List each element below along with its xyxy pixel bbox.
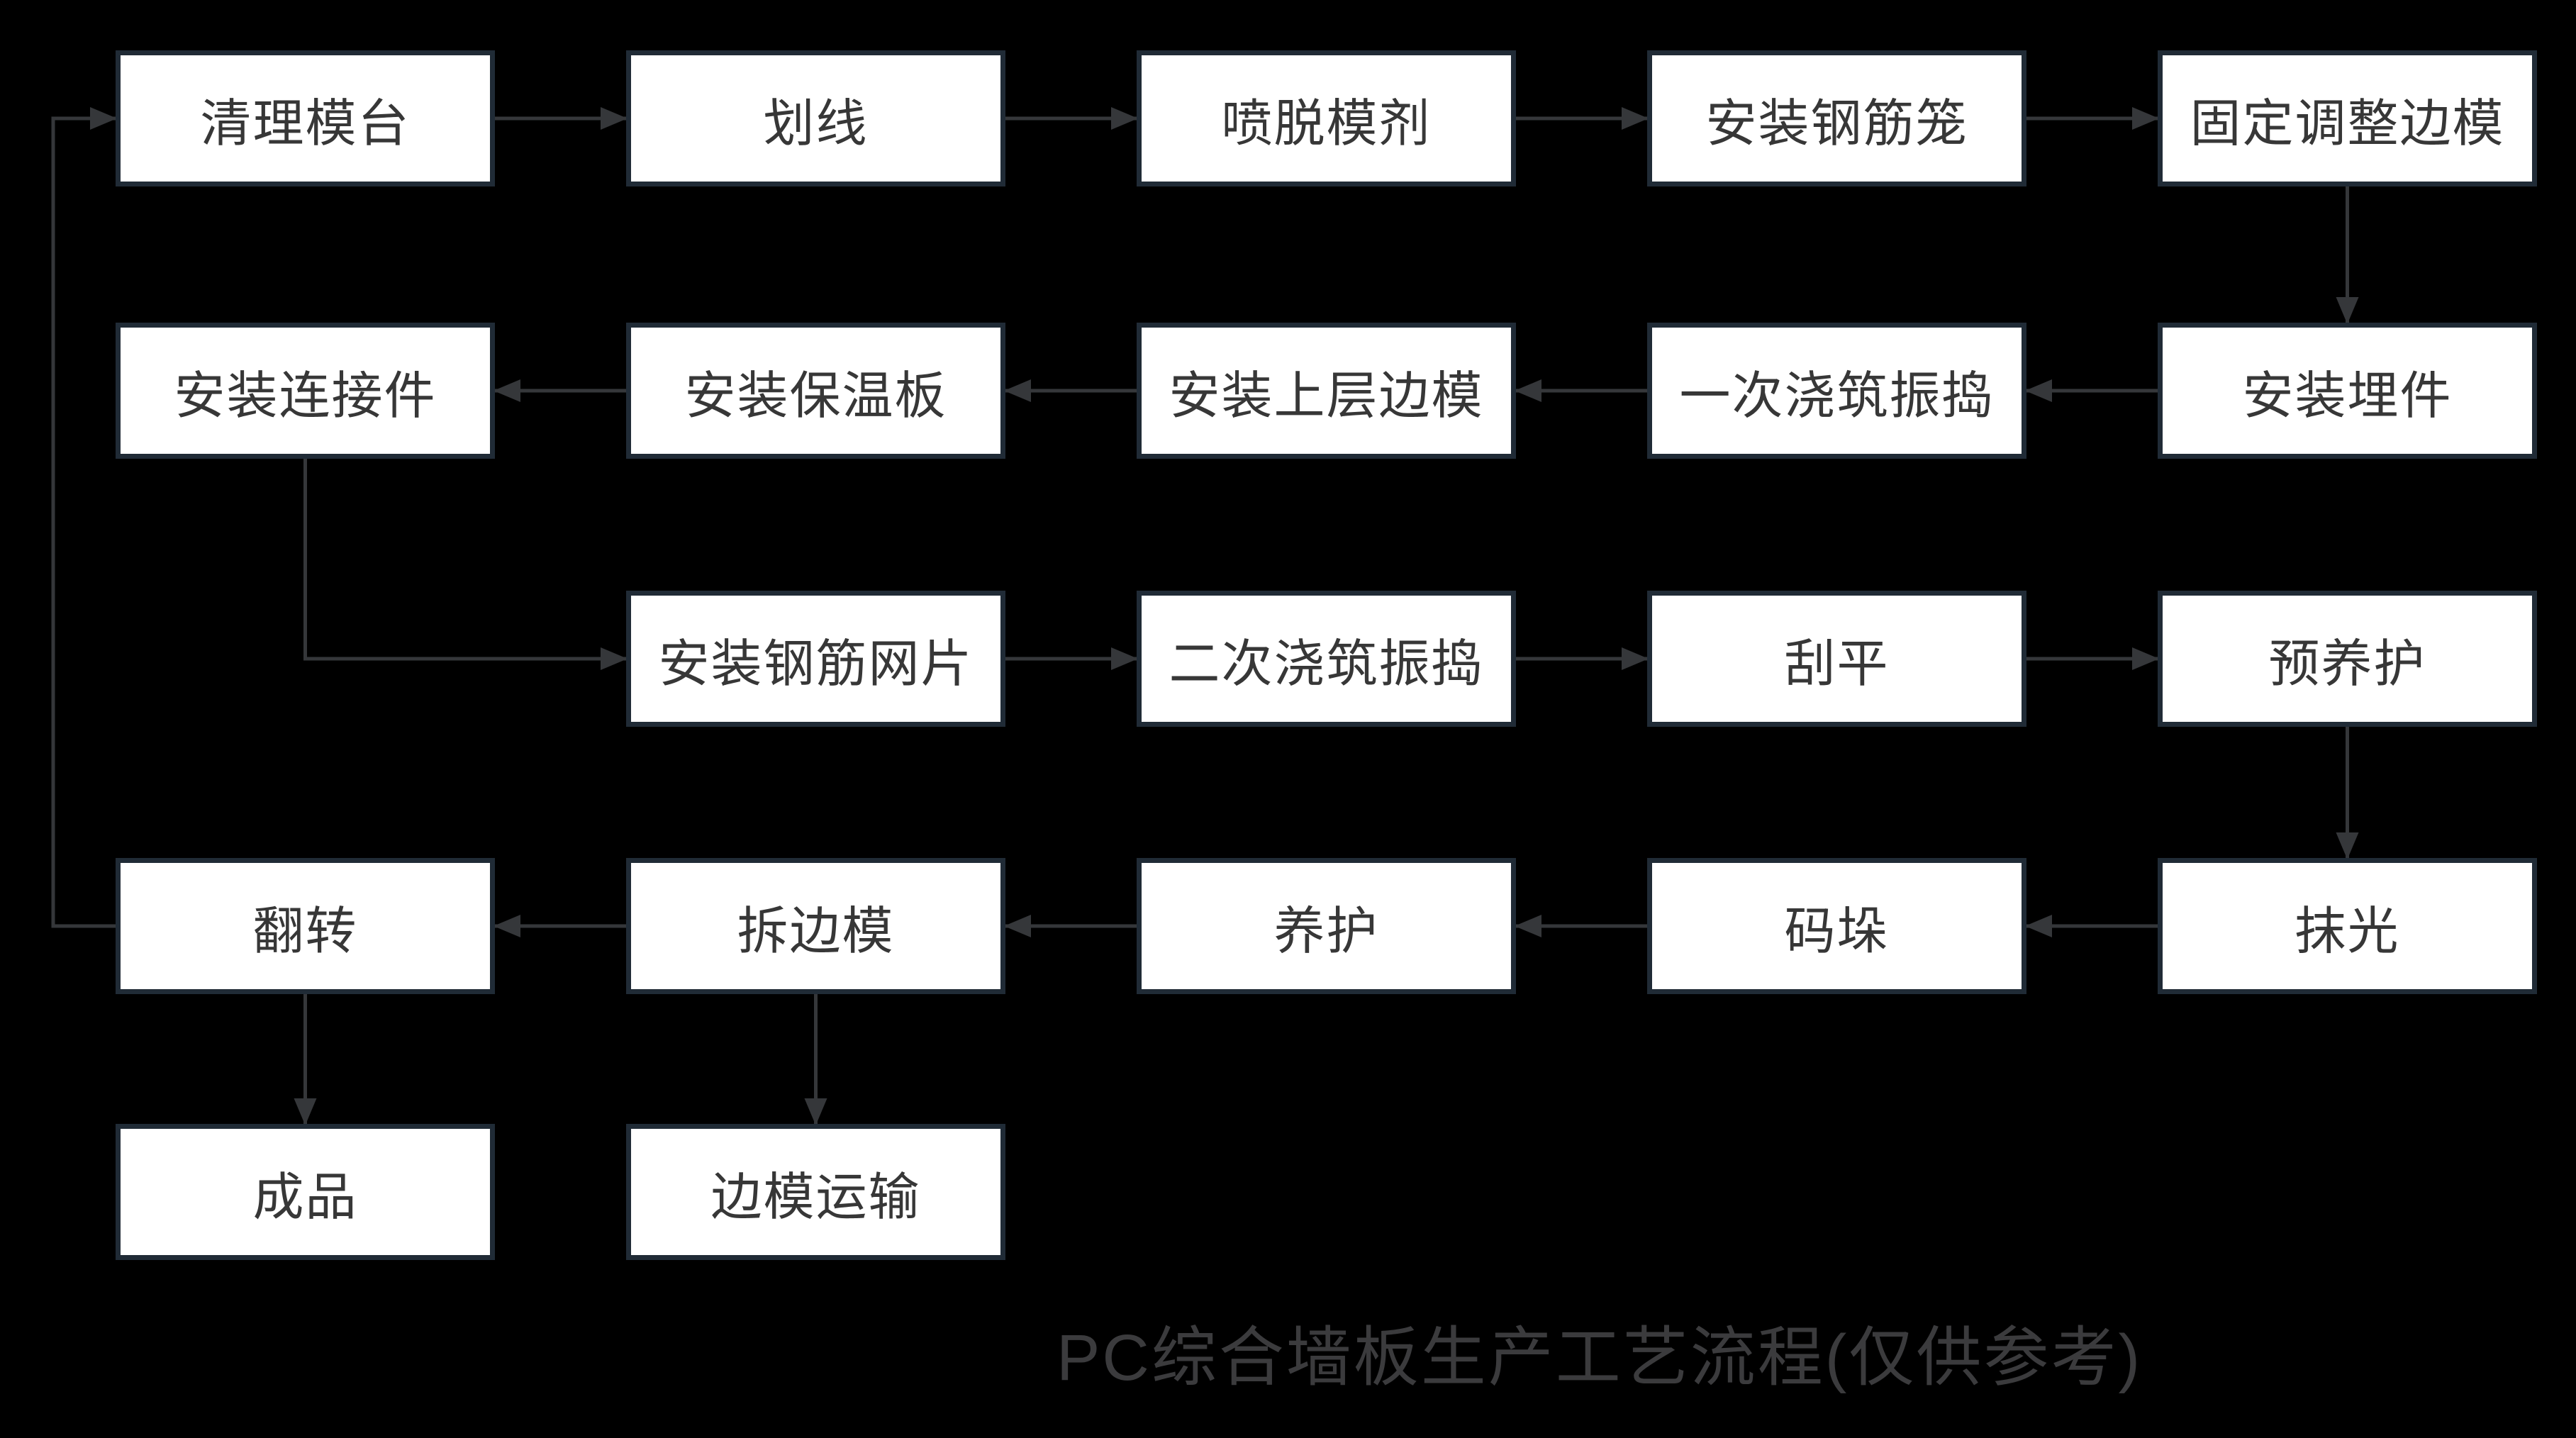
flow-node-label: 码垛 [1784,903,1890,960]
flow-node-fanzhuan: 翻转 [116,858,495,994]
flow-node-label: 安装上层边模 [1169,367,1484,425]
flow-node-anzhuang_gangjinlong: 安装钢筋笼 [1647,50,2026,186]
flow-node-label: 划线 [763,95,869,152]
flow-node-pen_tuomoji: 喷脱模剂 [1137,50,1516,186]
flow-node-guaping: 刮平 [1647,591,2026,727]
flow-node-yici_jiaozhu: 一次浇筑振捣 [1647,323,2026,459]
flow-node-chai_bianmo: 拆边模 [626,858,1005,994]
flow-node-anzhuang_maijian: 安装埋件 [2158,323,2537,459]
flow-node-label: 翻转 [252,903,358,960]
flow-node-anzhuang_shangceng: 安装上层边模 [1137,323,1516,459]
flow-node-huaxian: 划线 [626,50,1005,186]
flow-node-anzhuang_lianjiejian: 安装连接件 [116,323,495,459]
flow-node-bianmo_yunshu: 边模运输 [626,1124,1005,1260]
flow-edge-fanzhuan-to-qingli_mutai [51,107,117,928]
flow-node-qingli_mutai: 清理模台 [116,50,495,186]
flow-node-label: 安装钢筋网片 [658,635,974,693]
flow-edge-anzhuang_lianjiejian-to-anzhuang_wangpian [303,459,628,670]
flow-node-yanghu: 养护 [1137,858,1516,994]
flow-node-maduo: 码垛 [1647,858,2026,994]
flow-node-label: 预养护 [2268,635,2426,693]
flow-node-anzhuang_wangpian: 安装钢筋网片 [626,591,1005,727]
flow-node-label: 清理模台 [200,95,411,152]
flow-node-label: 拆边模 [737,903,895,960]
flow-node-guding_tiaozheng: 固定调整边模 [2158,50,2537,186]
flow-node-label: 固定调整边模 [2190,95,2505,152]
flow-node-label: 边模运输 [710,1169,921,1226]
flow-node-label: 养护 [1273,903,1379,960]
flow-node-anzhuang_baowenban: 安装保温板 [626,323,1005,459]
flow-node-label: 喷脱模剂 [1221,95,1432,152]
flow-node-label: 二次浇筑振捣 [1169,635,1484,693]
flow-node-chengpin: 成品 [116,1124,495,1260]
flow-node-label: 一次浇筑振捣 [1679,367,1995,425]
diagram-title: PC综合墙板生产工艺流程(仅供参考) [1056,1322,2143,1394]
flow-node-yu_yanghu: 预养护 [2158,591,2537,727]
flow-node-label: 安装埋件 [2242,367,2453,425]
flow-node-label: 抹光 [2295,903,2400,960]
flow-node-label: 刮平 [1784,635,1890,693]
flow-node-moguang: 抹光 [2158,858,2537,994]
flow-node-label: 安装连接件 [174,367,437,425]
flow-node-label: 成品 [252,1169,358,1226]
flow-node-label: 安装钢筋笼 [1705,95,1968,152]
flow-node-label: 安装保温板 [684,367,947,425]
flow-node-erci_jiaozhu: 二次浇筑振捣 [1137,591,1516,727]
